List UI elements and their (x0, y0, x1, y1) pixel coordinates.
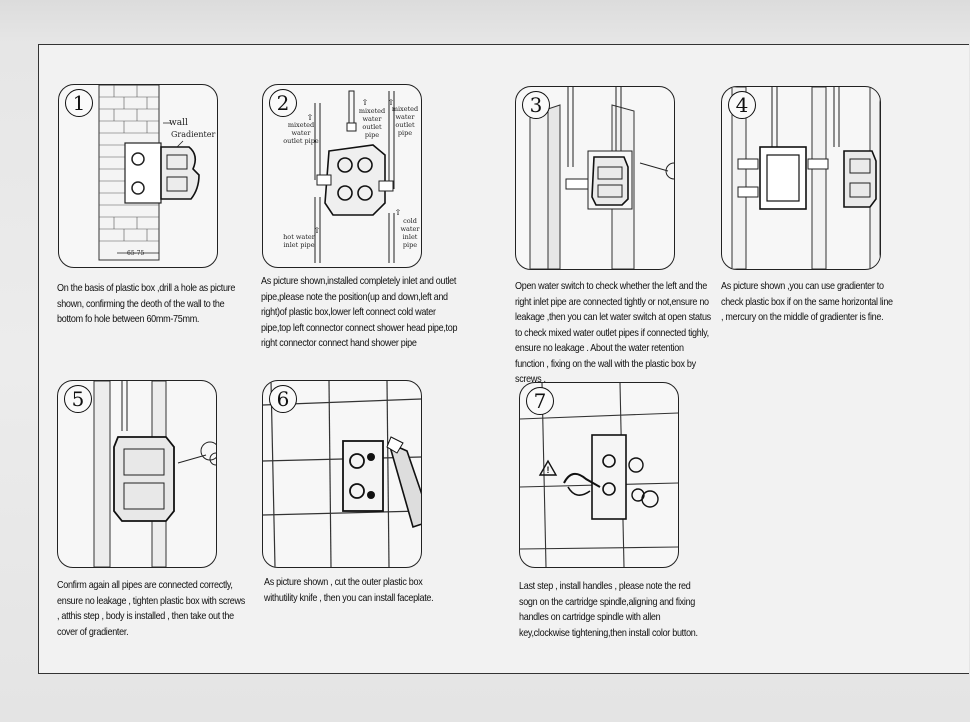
step-7-caption: Last step , install handles , please not… (519, 580, 698, 639)
step-number-badge: 1 (65, 89, 93, 117)
gradienter-label: Gradienter (171, 130, 216, 139)
step-number-badge: 4 (728, 91, 756, 119)
step-number-badge: 5 (64, 385, 92, 413)
svg-text:⇧: ⇧ (307, 113, 314, 122)
svg-text:⇧: ⇧ (362, 98, 369, 107)
pipe-installation-drawing: ⇧ ⇧ ⇧ ⇧ ⇧ (307, 90, 402, 263)
step-3-illustration: 3 (515, 86, 675, 270)
step-5-illustration: 5 (57, 380, 217, 568)
step-number-badge: 2 (269, 89, 297, 117)
step-7-illustration: ! 7 (519, 382, 679, 568)
hot-inlet-label: hot water inlet pipe (283, 233, 315, 249)
step-2-illustration: ⇧ ⇧ ⇧ ⇧ ⇧ 2 mixeted water outlet pipe mi… (262, 84, 422, 268)
step-6-caption: As picture shown , cut the outer plastic… (264, 576, 434, 604)
svg-text:!: ! (547, 465, 550, 475)
step-number-badge: 7 (526, 387, 554, 415)
wall-drilling-drawing (98, 85, 200, 261)
cold-inlet-label: cold water inlet pipe (400, 217, 420, 249)
mixed-outlet-label-mid: mixeted water outlet pipe (358, 107, 386, 139)
step-4-illustration: 4 (721, 86, 881, 270)
mixed-outlet-label-right: mixeted water outlet pipe (391, 105, 419, 137)
step-3-caption: Open water switch to check whether the l… (515, 280, 711, 385)
step-2-caption: As picture shown,installed completely in… (261, 275, 458, 349)
svg-text:⇧: ⇧ (388, 98, 395, 107)
step-5-caption: Confirm again all pipes are connected co… (57, 579, 245, 638)
depth-dimension-label: 65-75 (127, 250, 145, 257)
install-handles-drawing: ! (520, 383, 678, 567)
wall-label: wall (169, 118, 188, 128)
cut-box-drawing (263, 381, 421, 567)
mixed-outlet-label-left: mixeted water outlet pipe (283, 121, 319, 145)
leak-check-drawing (529, 87, 674, 269)
step-number-badge: 3 (522, 91, 550, 119)
level-check-drawing (731, 87, 880, 269)
step-4-caption: As picture shown ,you can use gradienter… (721, 280, 893, 323)
tighten-box-drawing (93, 381, 216, 567)
step-6-illustration: 6 (262, 380, 422, 568)
step-number-badge: 6 (269, 385, 297, 413)
svg-text:⇧: ⇧ (314, 226, 321, 235)
step-1-caption: On the basis of plastic box ,drill a hol… (57, 282, 236, 325)
step-1-illustration: 1 wall Gradienter 65-75 (58, 84, 218, 268)
svg-text:⇧: ⇧ (395, 208, 402, 217)
